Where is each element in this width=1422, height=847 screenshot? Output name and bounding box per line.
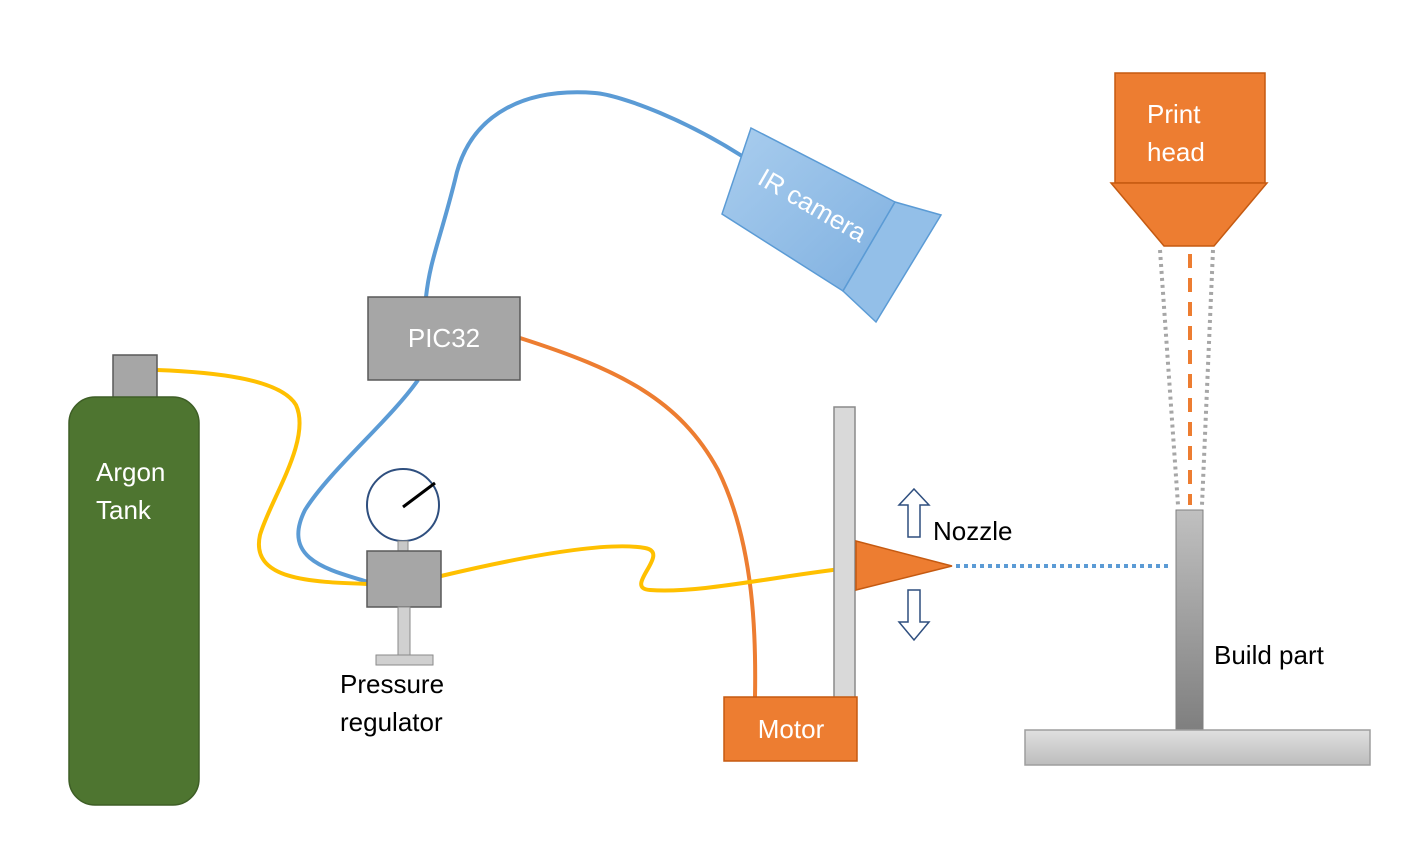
pressure-regulator-label-line2: regulator bbox=[340, 707, 443, 737]
motor-label: Motor bbox=[758, 714, 825, 744]
nozzle-label: Nozzle bbox=[933, 516, 1012, 546]
pic32-to-motor-wire bbox=[519, 336, 758, 698]
print-head-label-line2: head bbox=[1147, 137, 1205, 167]
regulator-to-nozzle-hose bbox=[440, 544, 859, 593]
print-head-label-line1: Print bbox=[1147, 99, 1201, 129]
arrow-down-icon bbox=[897, 589, 931, 642]
pressure-regulator-label-line1: Pressure bbox=[340, 669, 444, 699]
ir-camera-lens bbox=[842, 201, 943, 324]
arrow-up-icon bbox=[897, 487, 931, 538]
pic32-to-regulator-wire bbox=[296, 378, 420, 584]
pressure-gauge-icon bbox=[366, 468, 440, 542]
nozzle bbox=[855, 540, 953, 591]
gauge-needle bbox=[402, 481, 436, 509]
pressure-regulator-body bbox=[366, 550, 442, 608]
ir-camera: IR camera bbox=[721, 126, 943, 324]
argon-tank-label-line2: Tank bbox=[96, 495, 152, 525]
pic32-label: PIC32 bbox=[408, 323, 480, 353]
powder-cone-left bbox=[1158, 249, 1180, 506]
pic32-controller bbox=[367, 296, 521, 381]
print-head bbox=[1114, 72, 1266, 184]
motion-rail bbox=[833, 406, 856, 700]
motor bbox=[723, 696, 858, 762]
argon-tank-valve bbox=[112, 354, 158, 399]
build-plate bbox=[1024, 729, 1371, 766]
print-head-funnel bbox=[1109, 182, 1269, 247]
build-part-label: Build part bbox=[1214, 640, 1325, 670]
camera-to-pic32-wire bbox=[424, 90, 759, 298]
argon-tank-label-line1: Argon bbox=[96, 457, 165, 487]
regulator-base bbox=[375, 654, 434, 666]
tank-to-regulator-hose bbox=[156, 368, 369, 586]
powder-cone-right bbox=[1200, 249, 1215, 506]
argon-tank bbox=[68, 396, 200, 806]
build-part bbox=[1175, 509, 1204, 731]
regulator-post bbox=[397, 606, 411, 656]
